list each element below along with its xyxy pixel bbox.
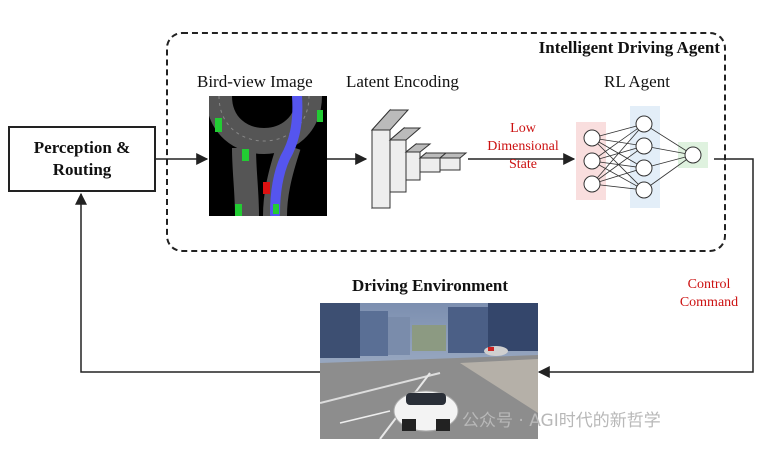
- environment-title: Driving Environment: [351, 276, 508, 295]
- perception-label-line1: Perception &: [33, 138, 131, 157]
- latent-label: Latent Encoding: [346, 72, 459, 91]
- state-label: Low Dimensional State: [478, 120, 568, 174]
- state-label-line1: Low: [510, 121, 536, 136]
- control-label-line2: Command: [679, 295, 739, 310]
- state-label-line2: Dimensional: [487, 139, 559, 154]
- state-label-line3: State: [509, 157, 537, 172]
- hidden-node: [635, 159, 653, 177]
- perception-label-line2: Routing: [52, 160, 112, 179]
- input-node: [583, 152, 601, 170]
- hidden-node: [635, 181, 653, 199]
- hidden-node: [635, 137, 653, 155]
- perception-routing-box: Perception & Routing: [8, 126, 156, 192]
- latent-encoder-graphic: [370, 108, 468, 210]
- birdview-image: [209, 96, 327, 216]
- agent-title: Intelligent Driving Agent: [538, 38, 720, 57]
- input-node: [583, 129, 601, 147]
- birdview-label: Bird-view Image: [197, 72, 313, 91]
- hidden-node: [635, 115, 653, 133]
- arrow-environment-to-perception: [75, 192, 320, 373]
- control-command-label: Control Command: [668, 276, 750, 312]
- rl-network-graphic: [576, 106, 708, 208]
- control-label-line1: Control: [687, 277, 731, 292]
- output-node: [684, 146, 702, 164]
- input-node: [583, 175, 601, 193]
- watermark-text: 公众号 · AGI时代的新哲学: [462, 411, 661, 431]
- driving-environment-image: [320, 303, 538, 439]
- arrow-rl-to-environment: [537, 158, 754, 378]
- rl-agent-label: RL Agent: [604, 72, 670, 91]
- agent-container: [166, 32, 726, 252]
